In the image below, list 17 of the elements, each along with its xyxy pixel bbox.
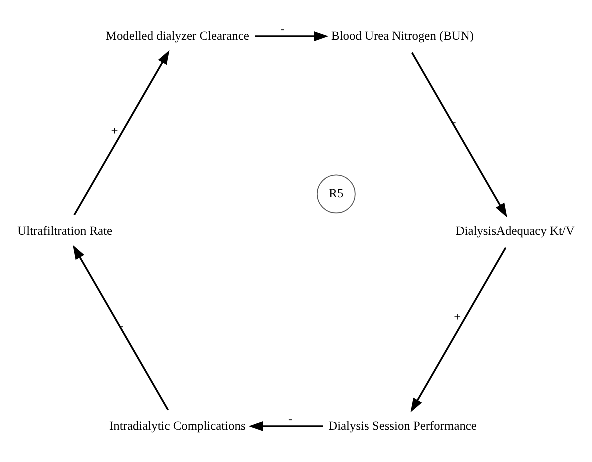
label: R5	[329, 186, 344, 200]
node-text: Ultrafiltration Rate	[18, 223, 113, 238]
arrow	[411, 52, 508, 218]
node-text: Blood Urea Nitrogen (BUN)	[332, 28, 474, 42]
arrow	[255, 31, 329, 42]
arrow	[73, 244, 170, 410]
arrow	[410, 246, 507, 412]
edge-label: -	[280, 22, 285, 36]
arrow	[74, 50, 170, 216]
node-text: DialysisAdequacy Kt/V	[456, 223, 575, 238]
node-text: Intradialytic Complications	[110, 418, 246, 432]
edge-label: +	[111, 124, 118, 138]
node-text: Dialysis Session Performance	[328, 418, 477, 432]
node-text: Modelled dialyzer Clearance	[106, 28, 250, 42]
edge-label: -	[288, 412, 293, 426]
arrow	[248, 420, 324, 431]
edge-label: +	[454, 310, 462, 324]
